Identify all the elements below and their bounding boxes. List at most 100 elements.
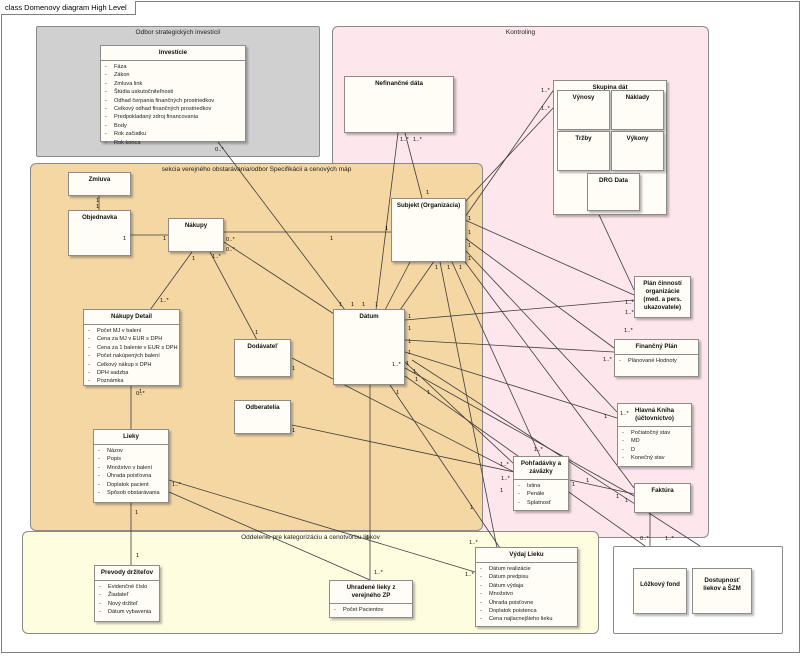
class-dostupnost-liekov[interactable]: Dostupnosť liekov a ŠZM — [692, 568, 752, 614]
attribute-visibility-icon: - — [622, 430, 624, 436]
attribute-visibility-icon: - — [518, 491, 520, 498]
class-attribute: -Úhrada poisťovne — [480, 599, 574, 607]
class-nakupy-detail[interactable]: Nákupy Detail -Počet MJ v balení-Cena za… — [83, 309, 180, 386]
multiplicity-label: 1 — [500, 488, 504, 494]
class-title: Výnosy — [572, 94, 595, 101]
class-title: Dodávateľ — [247, 343, 278, 350]
attribute-visibility-icon: - — [105, 106, 107, 113]
assoc-pohladavky-faktura — [569, 479, 635, 495]
multiplicity-label: 1 — [366, 535, 370, 541]
assoc-subjekt-finplan — [464, 237, 615, 349]
class-faktura[interactable]: Faktúra — [634, 483, 691, 513]
class-datum[interactable]: Dátum — [333, 309, 405, 385]
class-attribute-name: Počet nakúpených balení — [97, 353, 160, 360]
class-attribute: -Dátum výdaja — [480, 582, 574, 590]
class-title: Odberatelia — [245, 404, 280, 411]
multiplicity-label: 1 — [468, 256, 472, 262]
class-lieky[interactable]: Lieky -Názov-Popis-Množstvo v balení-Úhr… — [93, 429, 169, 503]
multiplicity-label: 1 — [351, 302, 355, 308]
class-attribute: -Celkový odhad finančných prostriedkov — [105, 105, 242, 113]
class-attribute: -Zmluva link — [105, 80, 242, 88]
class-attribute-name: Dátum predpisu — [489, 574, 529, 581]
class-odberatelia[interactable]: Odberatelia — [234, 400, 291, 434]
class-attribute: -D — [622, 446, 688, 454]
class-uhradene-lieky[interactable]: Uhradené lieky z verejného ZP -Počet Pac… — [329, 580, 413, 618]
class-attribute-name: Celkový odhad finančných prostriedkov — [114, 106, 212, 113]
class-trzby[interactable]: Tržby — [557, 131, 610, 171]
multiplicity-label: 1 — [604, 414, 608, 420]
assoc-lieky-vydaj — [168, 479, 476, 573]
multiplicity-label: 0..* — [136, 391, 145, 397]
multiplicity-label: 1 — [459, 265, 463, 271]
class-attribute-name: Istina — [527, 483, 541, 489]
class-attribute-name: Dátum výdaja — [489, 582, 524, 589]
multiplicity-label: 1..* — [620, 411, 629, 417]
class-attribute-name: Počet MJ v balení — [97, 328, 142, 334]
assoc-datum-vydaj — [389, 384, 501, 549]
class-nakupy[interactable]: Nákupy — [168, 218, 224, 252]
class-attribute-name: Popis — [107, 456, 121, 463]
class-attribute-name: Konečný stav — [631, 455, 665, 462]
attribute-visibility-icon: - — [480, 608, 482, 615]
class-naklady[interactable]: Náklady — [611, 90, 664, 130]
class-attribute: -Predpokladaný zdroj financovania — [105, 113, 242, 121]
class-attribute: -Popis — [98, 455, 165, 463]
attribute-visibility-icon: - — [105, 114, 107, 121]
class-plan-cinnosti[interactable]: Plán činností organizácie (med. a pers. … — [634, 276, 691, 318]
multiplicity-label: 1 — [339, 302, 343, 308]
multiplicity-label: 1 — [468, 216, 472, 222]
class-drg-data[interactable]: DRG Data — [587, 173, 640, 211]
class-attribute-name: Cena najlacnejšieho lieku — [489, 616, 553, 623]
multiplicity-label: 1 — [447, 265, 451, 271]
class-dodavatel[interactable]: Dodávateľ — [234, 339, 291, 377]
multiplicity-label: 0..* — [640, 536, 649, 542]
attribute-visibility-icon: - — [88, 361, 90, 368]
attribute-visibility-icon: - — [98, 490, 100, 497]
class-vynosy[interactable]: Výnosy — [557, 90, 610, 130]
region-label: Kontroling — [505, 29, 536, 36]
class-attributes: -Počet Pacientov — [330, 603, 412, 616]
class-financny-plan[interactable]: Finančný Plán -Plánované Hodnoty — [614, 339, 699, 377]
attribute-visibility-icon: - — [88, 328, 90, 334]
class-attribute-name: Názov — [107, 448, 123, 454]
class-pohladavky-zavazky[interactable]: Pohľadávky a záväzky -Istina-Penále-Spla… — [513, 456, 569, 511]
attribute-visibility-icon: - — [480, 616, 482, 623]
multiplicity-label: 1 — [415, 377, 419, 383]
class-attribute-name: Štúdia uskutočniteľnosti — [114, 89, 174, 96]
class-lozkovy-fond[interactable]: Lôžkový fond — [633, 568, 687, 614]
class-title: Lieky — [123, 433, 139, 440]
class-hlavna-kniha[interactable]: Hlavná Kniha (účtovníctvo) -Počiatočný s… — [617, 403, 692, 467]
class-title: Plán činností organizácie (med. a pers. … — [643, 280, 682, 311]
attribute-visibility-icon: - — [480, 566, 482, 572]
class-vykony[interactable]: Výkony — [611, 131, 664, 171]
multiplicity-label: 1 — [139, 389, 143, 395]
region-label: Odbor strategických investícií — [135, 29, 221, 36]
class-objednavka[interactable]: Objednavka — [68, 210, 131, 256]
class-attribute: -Cena za 1 balenie v EUR s DPH — [88, 344, 178, 352]
class-attribute-name: Dátum realizácie — [489, 566, 531, 572]
class-nefinancne-data[interactable]: Nefinančné dáta — [344, 76, 454, 133]
class-attribute-name: MD — [631, 438, 640, 445]
class-prevody-drzitelov[interactable]: Prevody držiteľov -Evidenčné číslo-Žiada… — [94, 565, 160, 622]
multiplicity-label: 1..* — [413, 137, 422, 143]
class-attribute-name: DPH sadzba — [97, 370, 129, 377]
class-zmluva[interactable]: Zmluva — [68, 172, 131, 196]
assoc-nakupy-datum — [223, 241, 335, 315]
class-vydaj-lieku[interactable]: Výdaj Lieku -Dátum realizácie-Dátum pred… — [475, 547, 578, 627]
class-attribute: - Dátum realizácie — [480, 565, 574, 573]
class-subjekt-organizacia[interactable]: Subjekt (Organizácia) — [391, 198, 466, 262]
region-label: Oddelenie pre kategorizáciu a cenotvorbu… — [241, 534, 380, 541]
class-attributes: -Plánované Hodnoty — [615, 354, 698, 367]
attribute-visibility-icon: - — [480, 591, 482, 598]
multiplicity-label: 1 — [192, 256, 196, 262]
class-title: Uhradené lieky z verejného ZP — [346, 584, 396, 599]
class-attribute-name: Odhad čerpania finančných prostriedkov — [114, 97, 215, 104]
class-investicie[interactable]: Investície -Fáza-Zákon-Zmluva link-Štúdi… — [100, 45, 246, 146]
class-attribute: -Istina — [518, 482, 565, 490]
diagram-title: class Domenovy diagram High Level — [1, 1, 136, 15]
class-attribute: -Zákon — [105, 71, 242, 79]
class-attribute: -Fáza — [105, 63, 242, 71]
class-attribute-name: Poznámka — [97, 378, 124, 385]
class-attributes: -Počiatočný stav-MD-D-Konečný stav — [618, 426, 691, 465]
multiplicity-label: 1..* — [400, 137, 409, 143]
